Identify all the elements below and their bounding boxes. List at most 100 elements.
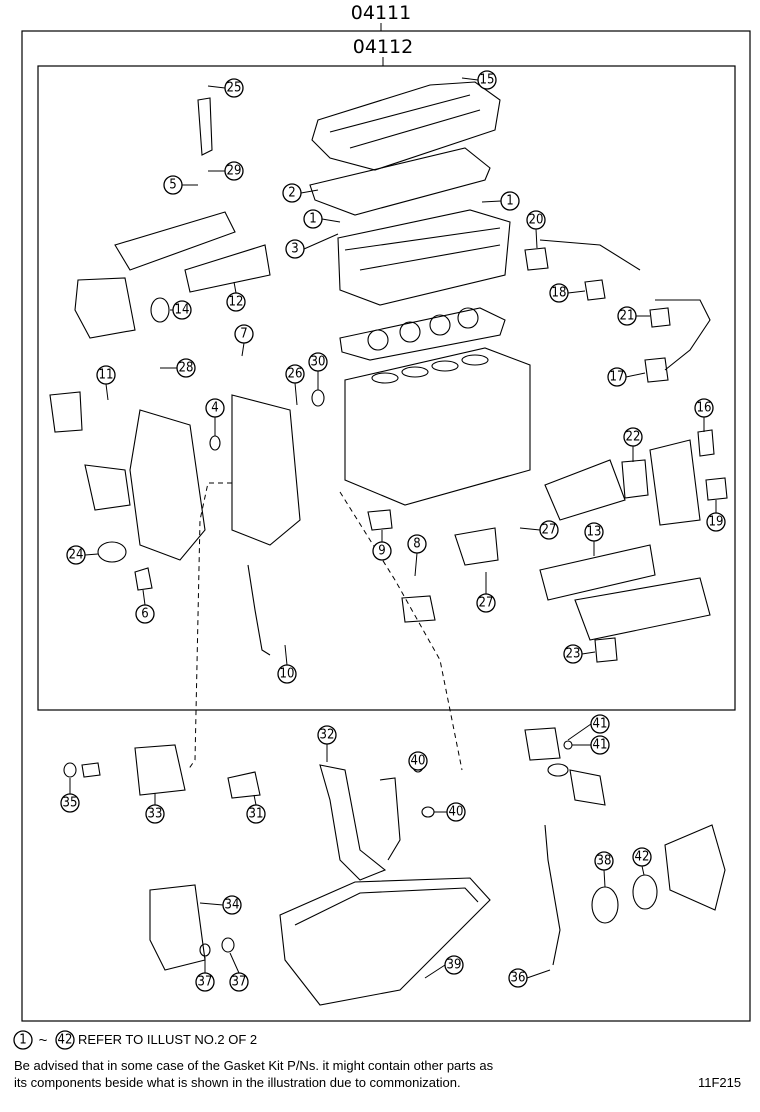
svg-text:31: 31 [249, 807, 264, 822]
callout-1a[interactable]: 1 [303, 209, 323, 229]
svg-text:13: 13 [587, 525, 602, 540]
callout-17[interactable]: 17 [607, 367, 627, 387]
svg-text:24: 24 [69, 548, 84, 563]
callout-6[interactable]: 6 [135, 604, 155, 624]
callout-40a[interactable]: 40 [408, 751, 428, 771]
svg-text:27: 27 [479, 596, 494, 611]
svg-text:27: 27 [542, 523, 557, 538]
callout-19[interactable]: 19 [706, 512, 726, 532]
inner-assembly-number[interactable]: 04112 [353, 36, 413, 58]
illustration-id: 11F215 [698, 1075, 742, 1090]
svg-text:19: 19 [709, 515, 724, 530]
callout-40b[interactable]: 40 [446, 802, 466, 822]
callout-30[interactable]: 30 [308, 352, 328, 372]
svg-text:23: 23 [566, 647, 581, 662]
callout-27a[interactable]: 27 [539, 520, 559, 540]
callout-2[interactable]: 2 [282, 183, 302, 203]
svg-text:1: 1 [506, 194, 513, 209]
callout-42[interactable]: 42 [632, 847, 652, 867]
callout-12[interactable]: 12 [226, 292, 246, 312]
callout-33[interactable]: 33 [145, 804, 165, 824]
callout-41b[interactable]: 41 [590, 735, 610, 755]
svg-text:18: 18 [552, 286, 567, 301]
svg-text:8: 8 [413, 537, 420, 552]
callout-39[interactable]: 39 [444, 955, 464, 975]
svg-text:11: 11 [99, 368, 114, 383]
svg-text:35: 35 [63, 796, 78, 811]
callout-38[interactable]: 38 [594, 851, 614, 871]
svg-text:42: 42 [635, 850, 650, 865]
callout-28[interactable]: 28 [176, 358, 196, 378]
svg-text:34: 34 [225, 898, 240, 913]
svg-text:20: 20 [529, 213, 544, 228]
svg-text:3: 3 [291, 242, 298, 257]
callout-36[interactable]: 36 [508, 968, 528, 988]
callout-3[interactable]: 3 [285, 239, 305, 259]
callout-27b[interactable]: 27 [476, 593, 496, 613]
callout-10[interactable]: 10 [277, 664, 297, 684]
callout-37a[interactable]: 37 [195, 972, 215, 992]
callout-4[interactable]: 4 [205, 398, 225, 418]
callout-13[interactable]: 13 [584, 522, 604, 542]
callout-41a[interactable]: 41 [590, 714, 610, 734]
footer-ref-start[interactable]: 1 [13, 1030, 33, 1050]
svg-text:2: 2 [288, 186, 295, 201]
callout-31[interactable]: 31 [246, 804, 266, 824]
callout-29[interactable]: 29 [224, 161, 244, 181]
part-drawings [49, 81, 728, 1006]
svg-text:40: 40 [449, 805, 464, 820]
callout-34[interactable]: 34 [222, 895, 242, 915]
footer-ref-end[interactable]: 42 [55, 1030, 75, 1050]
callout-8[interactable]: 8 [407, 534, 427, 554]
svg-text:40: 40 [411, 754, 426, 769]
svg-text:12: 12 [229, 295, 244, 310]
callout-24[interactable]: 24 [66, 545, 86, 565]
svg-text:16: 16 [697, 401, 712, 416]
svg-text:26: 26 [288, 367, 303, 382]
callout-7[interactable]: 7 [234, 324, 254, 344]
svg-text:37: 37 [198, 975, 213, 990]
callout-32[interactable]: 32 [317, 725, 337, 745]
callout-22[interactable]: 22 [623, 427, 643, 447]
outer-assembly-number[interactable]: 04111 [351, 2, 411, 24]
svg-text:9: 9 [378, 544, 385, 559]
svg-text:39: 39 [447, 958, 462, 973]
outer-assembly-frame [21, 30, 751, 1022]
callout-11[interactable]: 11 [96, 365, 116, 385]
svg-text:37: 37 [232, 975, 247, 990]
svg-text:29: 29 [227, 164, 242, 179]
callout-9[interactable]: 9 [372, 541, 392, 561]
svg-text:36: 36 [511, 971, 526, 986]
svg-text:22: 22 [626, 430, 641, 445]
callout-37b[interactable]: 37 [229, 972, 249, 992]
callout-21[interactable]: 21 [617, 306, 637, 326]
advice-line-1: Be advised that in some case of the Gask… [14, 1058, 494, 1073]
callout-15[interactable]: 15 [477, 70, 497, 90]
callout-35[interactable]: 35 [60, 793, 80, 813]
svg-text:1: 1 [309, 212, 316, 227]
svg-text:14: 14 [175, 303, 190, 318]
svg-text:10: 10 [280, 667, 295, 682]
svg-text:32: 32 [320, 728, 335, 743]
svg-text:41: 41 [593, 738, 608, 753]
callout-23[interactable]: 23 [563, 644, 583, 664]
callout-26[interactable]: 26 [285, 364, 305, 384]
refer-note: REFER TO ILLUST NO.2 OF 2 [78, 1032, 258, 1047]
svg-text:7: 7 [240, 327, 247, 342]
callout-20[interactable]: 20 [526, 210, 546, 230]
callout-14[interactable]: 14 [172, 300, 192, 320]
svg-text:5: 5 [169, 178, 176, 193]
inner-assembly-frame [37, 65, 736, 711]
footer-ref-separator: ~ [39, 1032, 48, 1049]
callout-1b[interactable]: 1 [500, 191, 520, 211]
callout-25[interactable]: 25 [224, 78, 244, 98]
svg-text:1: 1 [19, 1033, 26, 1048]
svg-text:33: 33 [148, 807, 163, 822]
advice-line-2: its components beside what is shown in t… [14, 1075, 461, 1090]
svg-text:4: 4 [211, 401, 218, 416]
callout-5[interactable]: 5 [163, 175, 183, 195]
dashed-leader [187, 482, 232, 771]
svg-text:41: 41 [593, 717, 608, 732]
callout-16[interactable]: 16 [694, 398, 714, 418]
callout-18[interactable]: 18 [549, 283, 569, 303]
